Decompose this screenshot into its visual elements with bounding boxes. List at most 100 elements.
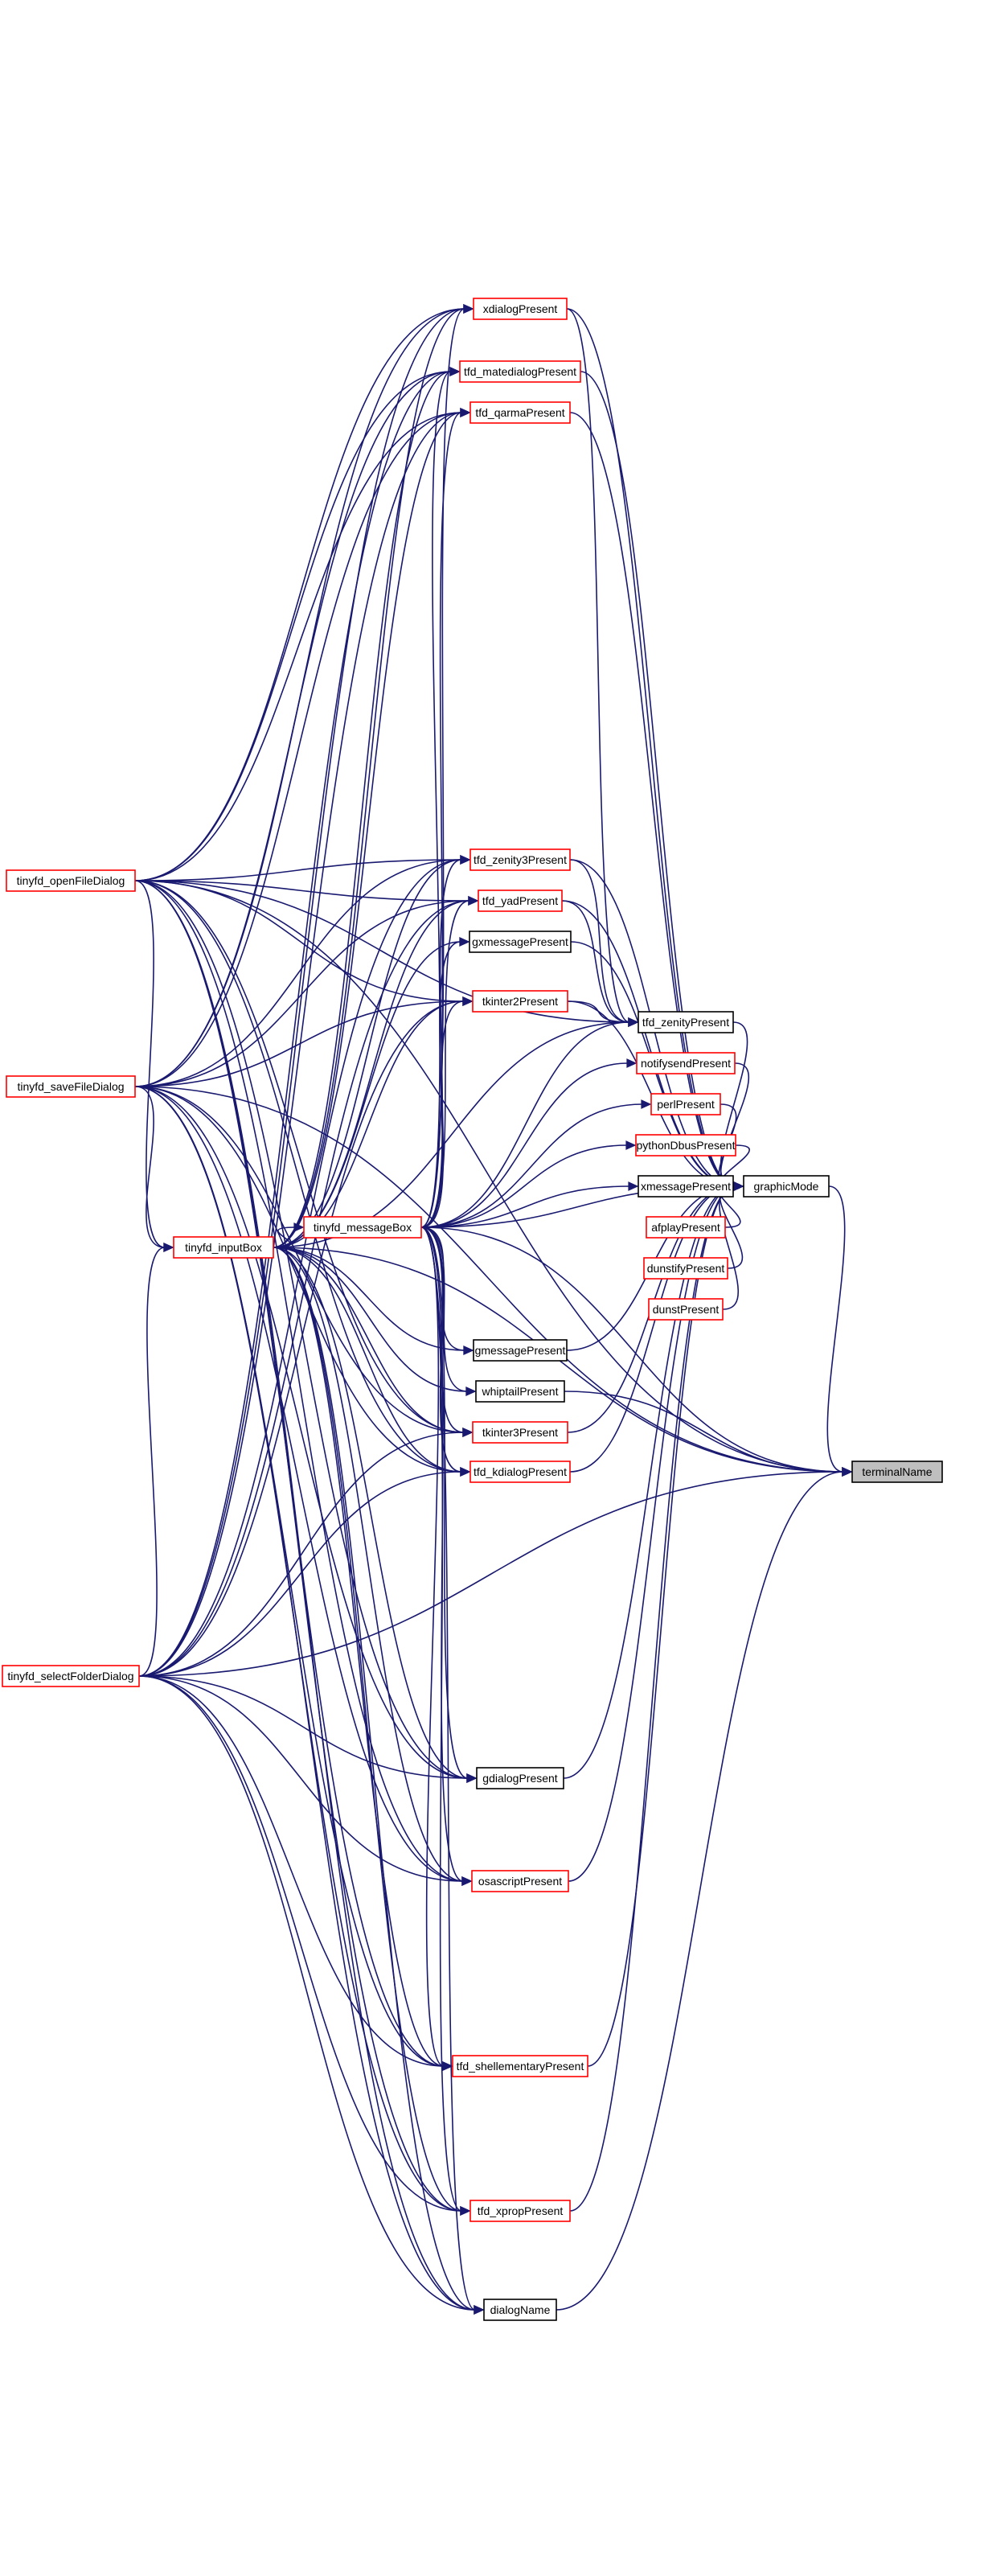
node-tkinter2-present[interactable]: tkinter2Present [472,990,568,1013]
node-dialog-name: dialogName [483,2299,557,2321]
edge-line [420,941,461,1228]
edge-tinyfd-message-box-to-python-dbus-present [420,1140,637,1228]
arrowhead-icon [626,1058,638,1068]
node-tinyfd-message-box[interactable]: tinyfd_messageBox [303,1216,422,1239]
edge-tfd-xprop-present-to-graphic-mode [569,1181,744,2212]
node-label: tfd_zenity3Present [474,853,567,866]
node-box [469,2200,571,2222]
edge-tinyfd-message-box-to-gmessage-present [420,1226,474,1355]
edge-line [273,1247,445,2067]
node-label: afplayPresent [651,1221,720,1234]
edge-line [273,1247,468,1392]
node-gmessage-present: gmessagePresent [473,1339,568,1362]
edge-tinyfd-message-box-to-dialog-name [420,1226,485,2315]
arrowhead-icon [466,1773,478,1783]
node-box [459,360,581,383]
edge-line [138,1675,464,1882]
edge-tinyfd-message-box-to-tkinter2-present [420,996,474,1228]
node-tinyfd-select-folder-dialog[interactable]: tinyfd_selectFolderDialog [2,1665,140,1687]
node-tfd-matedialog-present[interactable]: tfd_matedialogPresent [459,360,581,383]
edge-line [273,1247,462,1473]
edge-tinyfd-message-box-to-tfd-zenity3-present [420,855,471,1228]
node-tfd-yad-present[interactable]: tfd_yadPresent [478,889,563,912]
edge-osascript-present-to-graphic-mode [568,1181,744,1882]
edge-line [420,1000,465,1228]
arrowhead-icon [460,408,471,417]
edge-line [134,880,166,1248]
edge-line [134,371,452,1087]
edge-tinyfd-message-box-to-tkinter3-present [420,1226,474,1437]
edges-layer [134,304,853,2315]
node-box [635,1134,736,1157]
node-label: terminalName [862,1465,932,1478]
edge-line [134,880,630,1023]
node-tfd-xprop-present[interactable]: tfd_xpropPresent [469,2200,571,2222]
node-afplay-present[interactable]: afplayPresent [646,1216,726,1239]
edge-line [138,1000,465,1677]
edge-line [138,1432,465,1677]
node-tfd-kdialog-present[interactable]: tfd_kdialogPresent [469,1461,571,1483]
node-box [851,1461,943,1483]
arrowhead-icon [163,1243,174,1252]
edge-line [420,1062,629,1228]
node-label: tfd_shellementaryPresent [457,2060,584,2073]
node-box [472,1421,568,1444]
node-label: dunstPresent [653,1303,720,1316]
nodes-layer: terminalName graphicMode tinyfd_openFileDi… [2,298,943,2321]
node-xmessage-present: xmessagePresent [638,1175,734,1198]
node-xdialog-present[interactable]: xdialogPresent [473,298,568,320]
edge-tinyfd-message-box-to-tfd-zenity-present [420,1017,639,1228]
node-box [6,869,136,892]
node-label: gxmessagePresent [472,935,568,948]
edge-tinyfd-save-file-dialog-to-tkinter3-present [134,1086,474,1437]
node-box [648,1298,724,1321]
node-tfd-shellementary-present[interactable]: tfd_shellementaryPresent [452,2055,588,2077]
edge-line [138,1471,462,1677]
edge-line [134,308,465,881]
node-box [473,298,568,320]
edge-line [138,371,452,1677]
node-box [643,1257,728,1280]
edge-line [134,880,464,1882]
edge-tfd-zenity-present-to-graphic-mode [720,1021,748,1191]
edge-tinyfd-select-folder-dialog-to-tinyfd-input-box [138,1243,174,1677]
node-label: tfd_yadPresent [482,894,558,907]
node-tinyfd-open-file-dialog[interactable]: tinyfd_openFileDialog [6,869,136,892]
arrowhead-icon [462,996,474,1006]
edge-tinyfd-save-file-dialog-to-tinyfd-input-box [134,1086,174,1252]
edge-line [556,1471,844,2311]
node-tfd-zenity-present: tfd_zenityPresent [638,1011,734,1033]
node-label: gmessagePresent [475,1344,566,1357]
edge-line [138,412,462,1677]
arrowhead-icon [641,1099,652,1109]
node-dunst-present[interactable]: dunstPresent [648,1298,724,1321]
node-tinyfd-save-file-dialog[interactable]: tinyfd_saveFileDialog [6,1075,136,1098]
node-box [636,1052,736,1074]
node-gxmessage-present: gxmessagePresent [469,931,572,953]
node-python-dbus-present[interactable]: pythonDbusPresent [635,1134,736,1157]
node-tfd-zenity3-present[interactable]: tfd_zenity3Present [469,848,571,871]
edge-line [134,880,844,1473]
node-box [469,1461,571,1483]
edge-line [138,1675,445,2067]
node-tfd-qarma-present[interactable]: tfd_qarmaPresent [469,401,571,424]
edge-line [420,371,452,1228]
edge-tinyfd-message-box-to-notifysend-present [420,1058,638,1228]
edge-tinyfd-select-folder-dialog-to-terminal-name [138,1467,853,1677]
node-box [303,1216,422,1239]
node-tinyfd-input-box[interactable]: tinyfd_inputBox [173,1236,274,1259]
edge-tinyfd-message-box-to-whiptail-present [420,1226,477,1396]
node-perl-present[interactable]: perlPresent [650,1093,721,1115]
node-osascript-present[interactable]: osascriptPresent [471,1870,569,1892]
node-graphic-mode: graphicMode [743,1175,830,1198]
node-dunstify-present[interactable]: dunstifyPresent [643,1257,728,1280]
edge-line [134,1086,465,1433]
node-label: tfd_matedialogPresent [464,365,576,378]
node-box [483,2299,557,2321]
node-label: xmessagePresent [641,1180,731,1193]
node-box [472,990,568,1013]
edge-line [138,1675,462,2212]
node-notifysend-present[interactable]: notifysendPresent [636,1052,736,1074]
node-tkinter3-present[interactable]: tkinter3Present [472,1421,568,1444]
